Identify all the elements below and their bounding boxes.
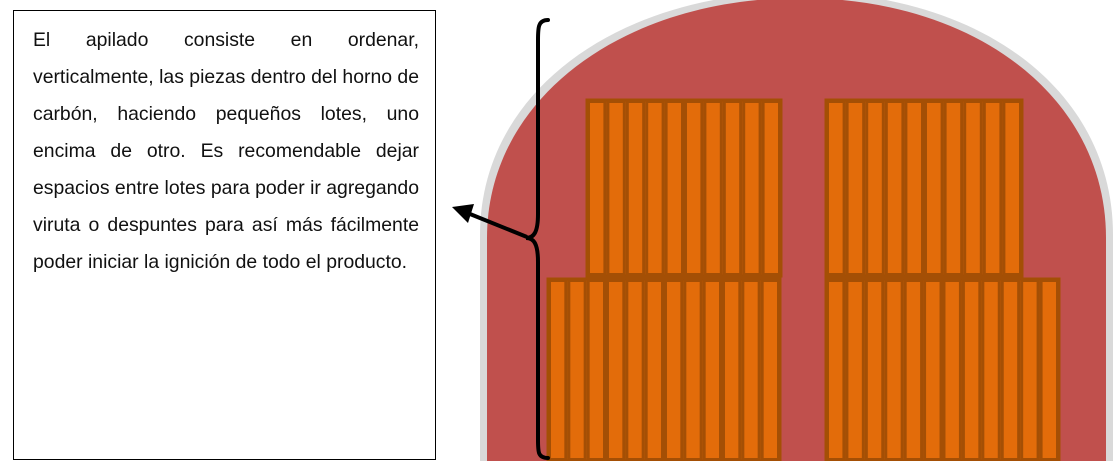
lot-frame bbox=[824, 277, 1061, 461]
wood-log bbox=[742, 100, 762, 276]
wood-log bbox=[683, 279, 703, 461]
wood-log bbox=[760, 279, 781, 461]
kiln-dome bbox=[487, 0, 1106, 461]
wood-log bbox=[963, 100, 983, 276]
description-text: El apilado consiste en ordenar, vertical… bbox=[33, 29, 419, 273]
wood-log bbox=[722, 100, 743, 276]
wood-log bbox=[865, 100, 885, 276]
curly-brace bbox=[525, 18, 550, 460]
wood-log bbox=[904, 100, 925, 276]
wood-log bbox=[903, 279, 924, 461]
lot-frame bbox=[824, 98, 1024, 278]
wood-lot-right-upper bbox=[824, 98, 1024, 278]
wood-log bbox=[587, 100, 607, 276]
wood-log bbox=[664, 279, 684, 461]
wood-log bbox=[884, 279, 904, 461]
wood-log bbox=[645, 100, 665, 276]
wood-log bbox=[864, 279, 885, 461]
wood-lot-left-lower bbox=[546, 277, 782, 461]
wood-log bbox=[981, 279, 1001, 461]
wood-log bbox=[826, 279, 846, 461]
wood-log bbox=[567, 279, 587, 461]
wood-log bbox=[942, 279, 962, 461]
wood-log bbox=[845, 279, 865, 461]
wood-log bbox=[924, 100, 944, 276]
wood-log bbox=[845, 100, 866, 276]
wood-log bbox=[943, 100, 964, 276]
wood-log bbox=[684, 100, 704, 276]
arrow-head bbox=[452, 204, 474, 223]
description-box: El apilado consiste en ordenar, vertical… bbox=[13, 10, 436, 460]
kiln-outline bbox=[480, 0, 1113, 461]
wood-log bbox=[703, 100, 723, 276]
wood-log bbox=[664, 100, 684, 276]
wood-log bbox=[1020, 279, 1040, 461]
wood-log bbox=[548, 279, 568, 461]
wood-log bbox=[1039, 279, 1060, 461]
wood-log bbox=[722, 279, 742, 461]
wood-lot-right-lower bbox=[824, 277, 1061, 461]
wood-log bbox=[761, 100, 781, 276]
pointer-arrow bbox=[469, 212, 528, 239]
wood-lot-left-upper bbox=[585, 98, 783, 278]
wood-log bbox=[884, 100, 905, 276]
wood-log bbox=[923, 279, 943, 461]
wood-log bbox=[982, 100, 1003, 276]
wood-log bbox=[586, 279, 607, 461]
wood-log bbox=[606, 279, 626, 461]
wood-log bbox=[625, 279, 645, 461]
wood-log bbox=[606, 100, 626, 276]
wood-log bbox=[1002, 100, 1023, 276]
lot-frame bbox=[585, 98, 783, 278]
wood-log bbox=[826, 100, 846, 276]
lot-frame bbox=[546, 277, 782, 461]
wood-log bbox=[644, 279, 665, 461]
wood-log bbox=[1000, 279, 1021, 461]
wood-log bbox=[625, 100, 646, 276]
wood-log bbox=[961, 279, 982, 461]
wood-log bbox=[702, 279, 723, 461]
wood-log bbox=[741, 279, 761, 461]
